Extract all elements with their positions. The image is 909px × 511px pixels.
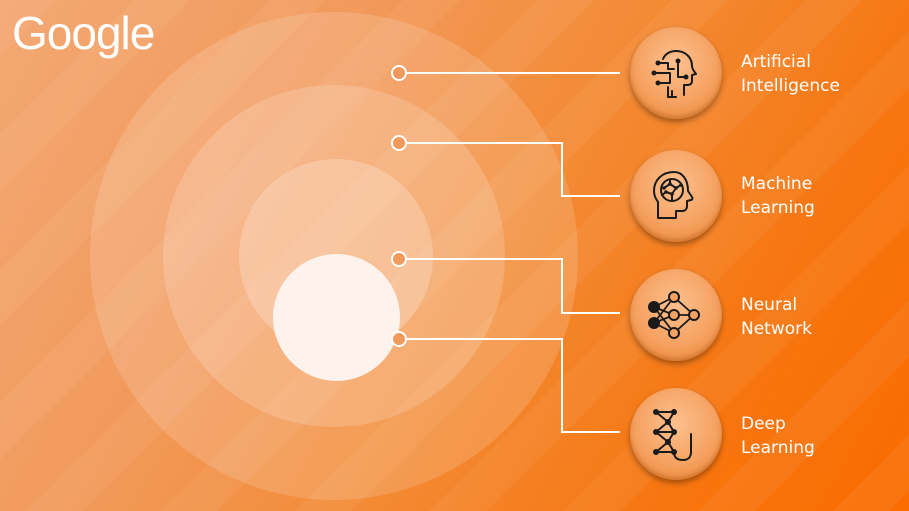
badge-dl bbox=[630, 388, 722, 480]
label-dl: Deep Learning bbox=[741, 412, 815, 460]
label-ml-line1: Machine bbox=[741, 174, 813, 194]
label-nn-line1: Neural bbox=[741, 295, 798, 315]
label-ai-line2: Intelligence bbox=[741, 76, 840, 96]
label-dl-line2: Learning bbox=[741, 438, 815, 458]
badge-ml bbox=[630, 150, 722, 242]
badge-ai bbox=[630, 27, 722, 119]
deep-learning-graph-icon bbox=[653, 409, 692, 461]
label-nn-line2: Network bbox=[741, 319, 812, 339]
connector-dot-dl bbox=[391, 331, 407, 347]
label-ai-line1: Artificial bbox=[741, 52, 811, 72]
label-nn: Neural Network bbox=[741, 293, 812, 341]
connector-nn bbox=[407, 258, 620, 314]
connector-dot-ai bbox=[391, 65, 407, 81]
connector-dl bbox=[407, 338, 620, 433]
ai-head-circuit-icon bbox=[651, 50, 697, 98]
core-circle bbox=[273, 254, 400, 381]
brain-head-icon bbox=[653, 171, 694, 219]
connector-ml bbox=[407, 142, 620, 197]
label-ml: Machine Learning bbox=[741, 172, 815, 220]
label-ml-line2: Learning bbox=[741, 198, 815, 218]
connector-dot-nn bbox=[391, 251, 407, 267]
label-ai: Artificial Intelligence bbox=[741, 50, 840, 98]
connector-dot-ml bbox=[391, 135, 407, 151]
badge-nn bbox=[630, 269, 722, 361]
label-dl-line1: Deep bbox=[741, 414, 786, 434]
neural-network-icon bbox=[648, 291, 700, 339]
google-logo: Google bbox=[12, 7, 155, 59]
